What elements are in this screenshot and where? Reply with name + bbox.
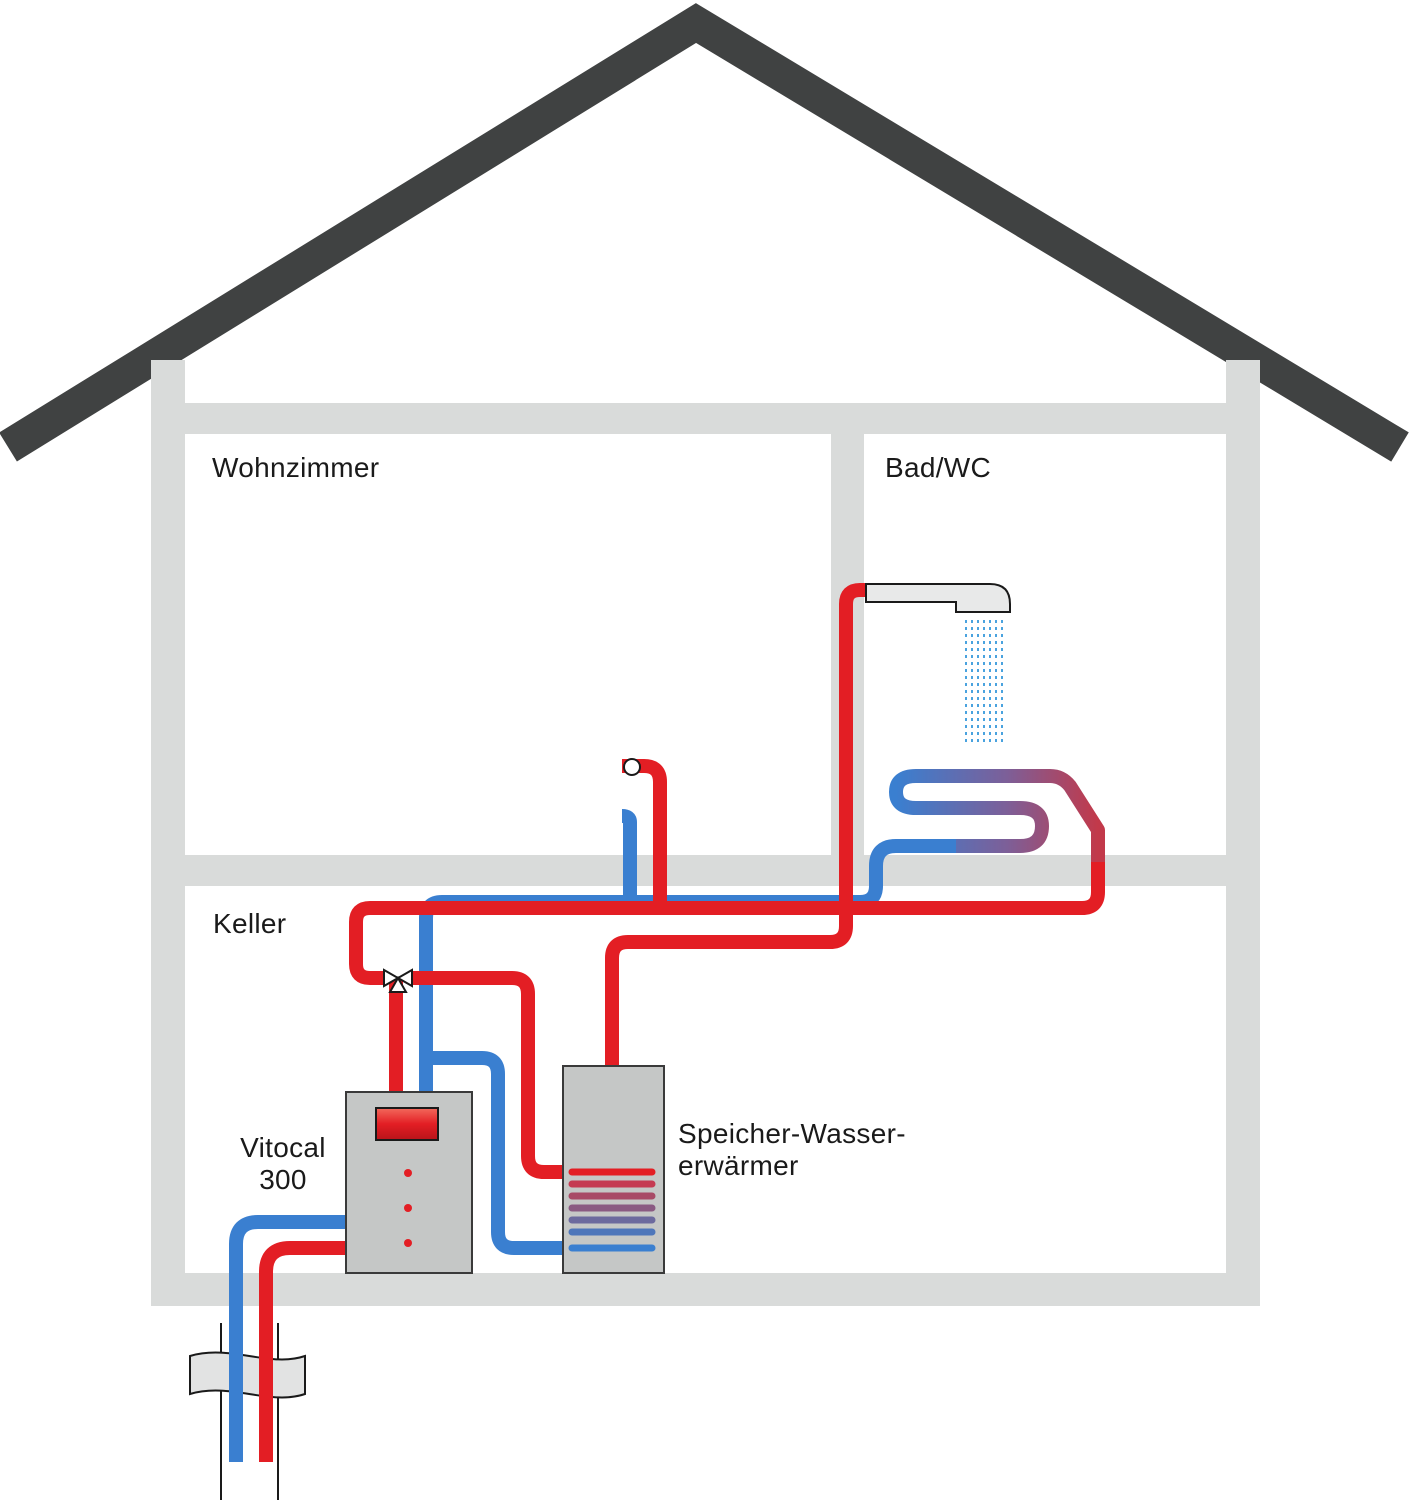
supply-pipes xyxy=(259,583,1105,1462)
water-heater-label: Speicher-Wasser- erwärmer xyxy=(678,1118,906,1182)
water-heater-tank xyxy=(562,1065,665,1274)
heat-pump-led xyxy=(404,1239,412,1247)
room-label-basement: Keller xyxy=(213,908,287,939)
heat-pump-label: Vitocal 300 xyxy=(218,1132,348,1196)
heat-pump-label-line1: Vitocal xyxy=(240,1132,326,1163)
room-label-living-room: Wohnzimmer xyxy=(212,452,380,483)
heat-pump-led xyxy=(404,1169,412,1177)
heat-pump-unit xyxy=(345,1091,473,1274)
water-heater-label-line2: erwärmer xyxy=(678,1150,799,1181)
heat-pump-led xyxy=(404,1204,412,1212)
house-walls xyxy=(151,360,1260,1306)
water-heater-label-line1: Speicher-Wasser- xyxy=(678,1118,906,1149)
heat-pump-display xyxy=(375,1107,439,1141)
room-label-bathroom: Bad/WC xyxy=(885,452,992,483)
ground-probe xyxy=(189,1323,306,1500)
heat-pump-label-line2: 300 xyxy=(259,1164,307,1195)
underfloor-heating-loop xyxy=(889,769,1105,862)
shower-head-icon xyxy=(865,583,1011,744)
roof xyxy=(0,3,1409,462)
valve-icon xyxy=(383,968,413,993)
basin-tap-icon xyxy=(623,758,641,776)
